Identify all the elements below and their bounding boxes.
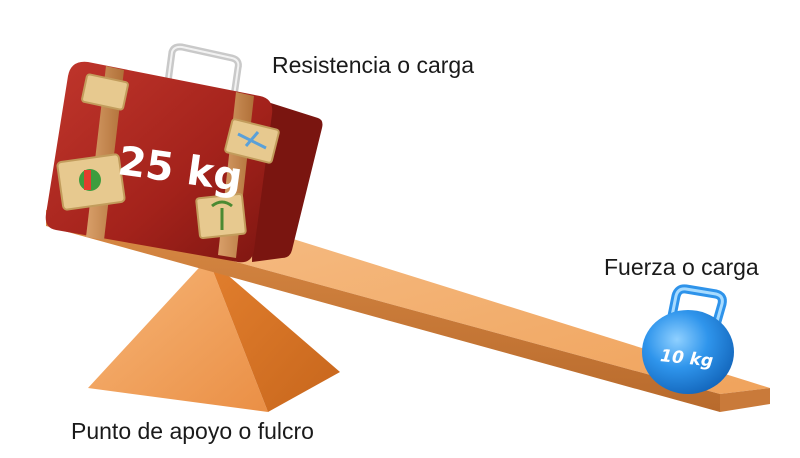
- kettlebell-body: [642, 310, 734, 394]
- fulcrum-label: Punto de apoyo o fulcro: [71, 418, 314, 444]
- fulcrum: [88, 258, 340, 412]
- suitcase: 25 kg: [45, 43, 323, 263]
- effort-label: Fuerza o carga: [604, 254, 759, 280]
- plank-side: [46, 210, 720, 412]
- sticker-plane: [224, 118, 280, 164]
- sticker-palm: [195, 193, 247, 239]
- sticker-left: [56, 153, 126, 211]
- kettlebell: 10 kg: [642, 284, 734, 394]
- sticker-top: [81, 73, 129, 111]
- fulcrum-right-face: [208, 258, 340, 412]
- resistance-label: Resistencia o carga: [272, 52, 474, 78]
- plank-end: [720, 388, 770, 412]
